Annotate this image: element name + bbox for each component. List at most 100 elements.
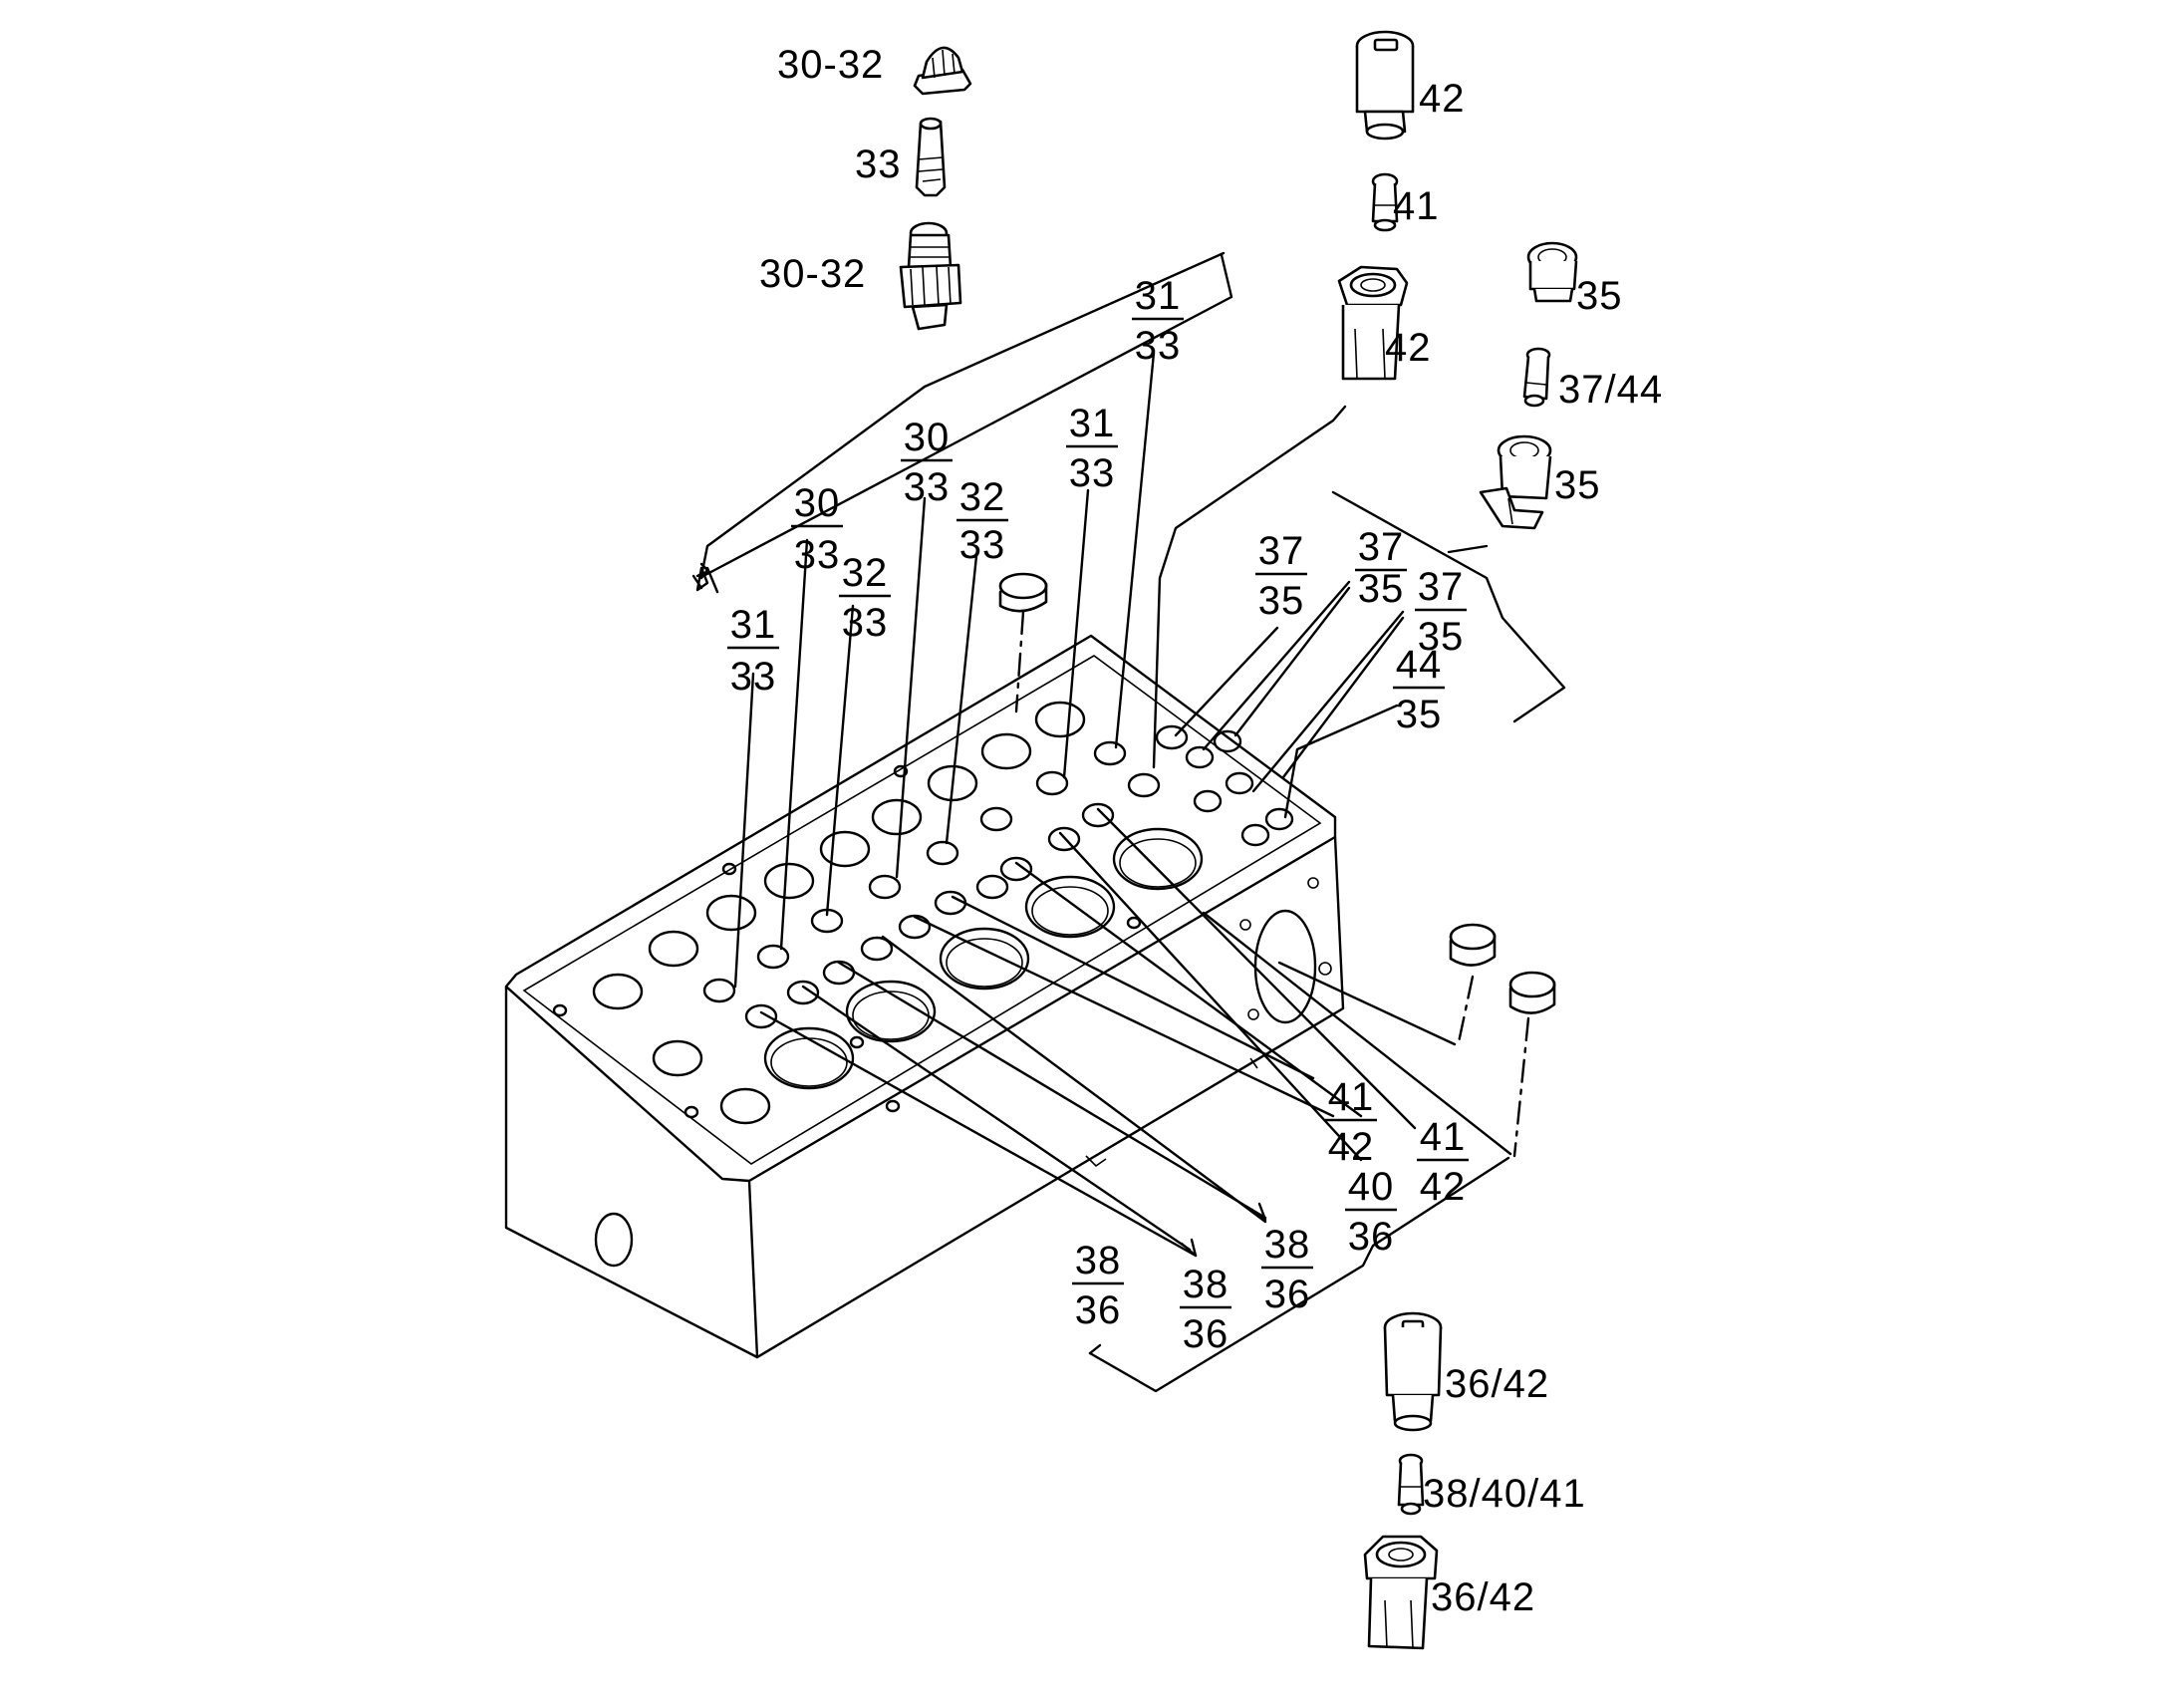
part-label: 42: [1419, 77, 1466, 121]
small-port: [1264, 807, 1294, 831]
fraction-denominator: 35: [1418, 615, 1465, 659]
fraction-denominator: 36: [1075, 1288, 1122, 1332]
small-port: [744, 1003, 778, 1029]
block-bolt-hole: [1239, 919, 1251, 931]
fraction-numerator: 31: [730, 603, 777, 647]
large-port-inner: [1119, 838, 1197, 888]
fraction-numerator: 41: [1420, 1115, 1467, 1159]
fraction-callout: 38 36: [1072, 1239, 1124, 1332]
fraction-callout: 37 35: [1415, 565, 1467, 659]
plug-right-b: [1508, 971, 1556, 1014]
small-port: [683, 1105, 699, 1119]
large-ports: [763, 827, 1204, 1090]
part-label: 35: [1576, 274, 1623, 318]
fraction-numerator: 38: [1183, 1263, 1229, 1306]
part-fitting-36-42-bottom: [1363, 1535, 1439, 1650]
large-port-inner: [852, 991, 930, 1040]
small-port: [1225, 771, 1254, 795]
plug-right-a: [1449, 923, 1497, 967]
fraction-denominator: 42: [1420, 1165, 1467, 1209]
fraction-denominator: 33: [730, 655, 777, 699]
port: [705, 894, 757, 932]
small-port: [1240, 823, 1270, 847]
small-port: [999, 856, 1033, 882]
small-port: [1193, 789, 1223, 813]
fraction-denominator: 36: [1264, 1273, 1311, 1316]
block-bolt-hole: [1318, 962, 1332, 976]
fraction-denominator: 42: [1328, 1125, 1375, 1169]
port: [652, 1039, 703, 1077]
part-label: 30-32: [777, 43, 884, 87]
part-sleeve-36-42-top: [1383, 1311, 1443, 1432]
fraction-callout: 44 35: [1393, 643, 1445, 736]
small-port: [1155, 724, 1189, 750]
large-port-inner: [1031, 886, 1109, 936]
fraction-numerator: 37: [1258, 529, 1305, 573]
part-fitting-30-32-bottom: [899, 221, 962, 331]
small-port: [868, 874, 902, 900]
part-label: 37/44: [1558, 368, 1663, 412]
small-port: [849, 1035, 865, 1049]
fraction-numerator: 30: [794, 481, 841, 525]
small-port: [1035, 770, 1069, 796]
part-cap-35-top: [1526, 241, 1578, 303]
fraction-callout: 41 42: [1325, 1075, 1377, 1169]
part-label: 33: [855, 142, 902, 186]
fraction-callout: 37 35: [1255, 529, 1307, 623]
fraction-denominator: 33: [794, 533, 841, 577]
block-side-port: [594, 1212, 634, 1268]
fraction-denominator: 35: [1358, 567, 1405, 611]
fraction-callout: 40 36: [1345, 1165, 1397, 1259]
part-label: 38/40/41: [1423, 1472, 1586, 1516]
fraction-denominator: 33: [1069, 451, 1116, 495]
fraction-callouts: 31 33 30 33 32 33 30 33 32 33: [727, 274, 1469, 1356]
small-port: [721, 862, 737, 876]
large-port: [1112, 827, 1204, 891]
part-cap-30-32-top: [913, 46, 972, 96]
small-port: [926, 840, 959, 866]
fraction-numerator: 38: [1264, 1223, 1311, 1267]
small-port: [975, 874, 1009, 900]
large-port: [845, 980, 937, 1043]
fraction-callout: 30 33: [901, 416, 953, 509]
part-pin-37-44: [1522, 347, 1551, 408]
block-top-face: [504, 634, 1337, 1183]
fraction-callout: 32 33: [839, 551, 891, 645]
block-bottom-notch: [1085, 1057, 1258, 1168]
small-port: [979, 806, 1013, 832]
fraction-callout: 31 33: [1132, 274, 1184, 368]
small-port: [552, 1003, 568, 1017]
small-port: [1213, 729, 1242, 753]
port: [871, 798, 923, 836]
part-pin-33: [915, 117, 947, 197]
fraction-numerator: 32: [959, 475, 1006, 519]
part-label: 36/42: [1445, 1362, 1549, 1406]
small-port: [1126, 916, 1142, 930]
fraction-callout: 31 33: [1066, 402, 1118, 495]
large-port-inner: [770, 1037, 848, 1087]
part-pin-38-40-41: [1397, 1453, 1425, 1516]
fraction-denominator: 36: [1348, 1215, 1395, 1259]
large-port-inner: [946, 938, 1023, 988]
large-port: [763, 1026, 855, 1090]
fraction-callout: 38 36: [1261, 1223, 1313, 1316]
small-port: [1047, 826, 1081, 852]
small-port: [934, 890, 967, 916]
fraction-denominator: 35: [1258, 579, 1305, 623]
fraction-numerator: 32: [842, 551, 889, 595]
fraction-denominator: 33: [904, 465, 951, 509]
plug-top: [998, 572, 1048, 613]
fraction-callout: 38 36: [1180, 1263, 1231, 1356]
port: [819, 830, 871, 868]
fraction-denominator: 33: [842, 601, 889, 645]
small-port: [893, 764, 909, 778]
large-port: [1024, 875, 1116, 939]
fraction-callout: 30 33: [791, 481, 843, 577]
fraction-numerator: 44: [1396, 643, 1443, 687]
port: [1034, 701, 1086, 738]
fraction-callout: 41 42: [1417, 1115, 1469, 1209]
fraction-numerator: 38: [1075, 1239, 1122, 1282]
part-labels: 30-32 33 30-32 42 41 42 35 37/44 35 36/4…: [759, 43, 1663, 1619]
fraction-denominator: 33: [1135, 324, 1182, 368]
part-label: 41: [1393, 184, 1440, 228]
